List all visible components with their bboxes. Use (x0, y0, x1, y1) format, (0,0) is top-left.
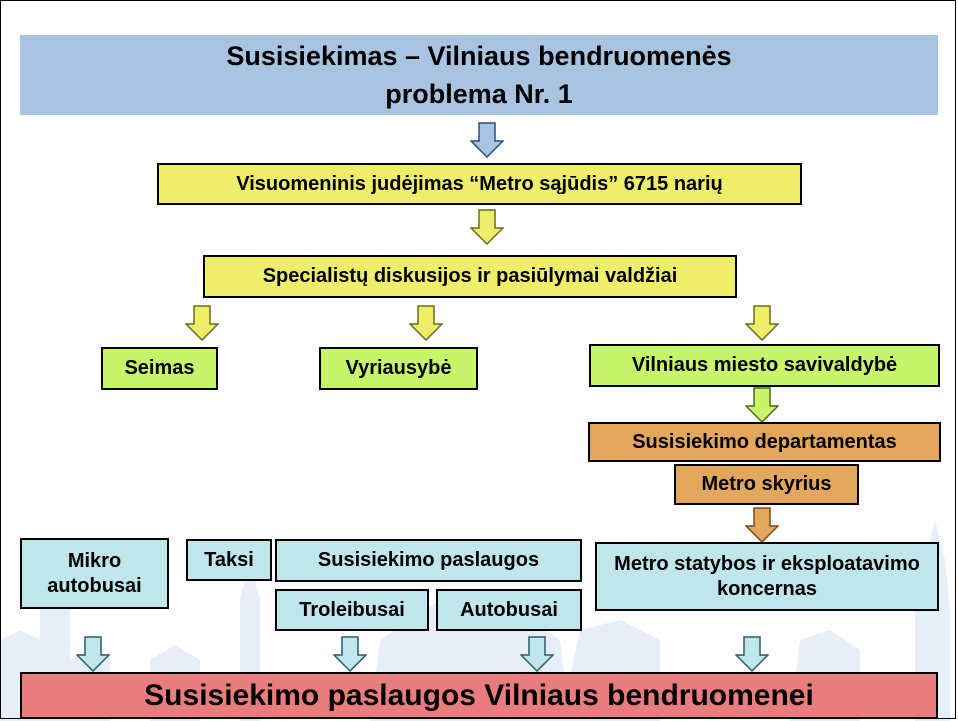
autobusai-label: Autobusai (460, 598, 558, 621)
arrow-title-down (470, 122, 504, 158)
arrow-autobusai-down (520, 636, 554, 672)
taksi-label: Taksi (204, 548, 254, 571)
arrow-to-savivaldybe (745, 305, 779, 341)
autobusai-box: Autobusai (436, 589, 582, 631)
specialistu-box: Specialistų diskusijos ir pasiūlymai val… (203, 255, 737, 298)
departamentas-label: Susisiekimo departamentas (632, 430, 897, 453)
seimas-label: Seimas (124, 357, 195, 379)
metro-skyrius-label: Metro skyrius (701, 473, 832, 495)
koncernas-box: Metro statybos ir eksploatavimo koncerna… (595, 542, 939, 611)
specialistu-label: Specialistų diskusijos ir pasiūlymai val… (262, 265, 678, 287)
result-label: Susisiekimo paslaugos Vilniaus bendruome… (144, 678, 814, 712)
savivaldybe-box: Vilniaus miesto savivaldybė (589, 344, 940, 387)
arrow-mikro-down (76, 636, 110, 672)
troleibusai-label: Troleibusai (299, 598, 405, 621)
arrow-to-seimas (185, 305, 219, 341)
arrow-koncernas-down (735, 636, 769, 672)
vyriausybe-box: Vyriausybė (319, 347, 478, 390)
mikro-label: Mikro autobusai (47, 549, 142, 597)
departamentas-box: Susisiekimo departamentas (588, 422, 941, 462)
metro-skyrius-box: Metro skyrius (674, 464, 859, 505)
troleibusai-box: Troleibusai (275, 589, 429, 631)
paslaugos-label: Susisiekimo paslaugos (317, 549, 540, 571)
arrow-to-vyriausybe (409, 305, 443, 341)
arrow-to-departamentas (745, 387, 779, 423)
koncernas-label: Metro statybos ir eksploatavimo koncerna… (614, 552, 920, 600)
arrow-troleibusai-down (333, 636, 367, 672)
result-box: Susisiekimo paslaugos Vilniaus bendruome… (20, 672, 938, 719)
title-line-2: problema Nr. 1 (385, 79, 573, 109)
metro-sajudis-label: Visuomeninis judėjimas “Metro sąjūdis” 6… (236, 172, 723, 195)
metro-sajudis-box: Visuomeninis judėjimas “Metro sąjūdis” 6… (157, 163, 802, 205)
arrow-to-koncernas (745, 507, 779, 543)
seimas-box: Seimas (101, 347, 218, 390)
vyriausybe-label: Vyriausybė (345, 357, 452, 379)
title-box: Susisiekimas – Vilniaus bendruomenės pro… (20, 35, 938, 115)
mikro-box: Mikro autobusai (20, 538, 169, 609)
paslaugos-box: Susisiekimo paslaugos (275, 539, 582, 582)
arrow-sajudis-down (470, 209, 504, 245)
taksi-box: Taksi (186, 539, 272, 581)
savivaldybe-label: Vilniaus miesto savivaldybė (631, 354, 898, 376)
title-line-1: Susisiekimas – Vilniaus bendruomenės (226, 41, 732, 71)
